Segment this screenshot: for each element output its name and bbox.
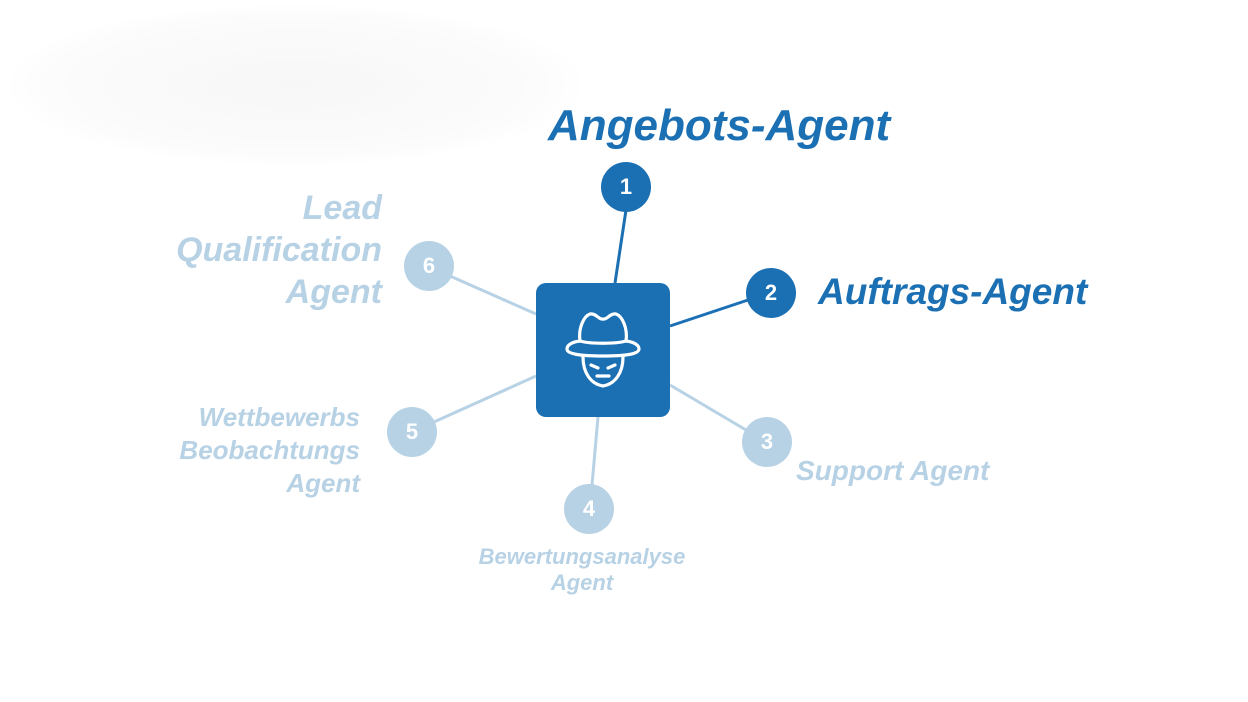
agent-number: 6 [422,253,436,278]
connector-2 [669,298,749,328]
agent-label-wettbewerbs: Wettbewerbs Beobachtungs Agent [140,401,360,500]
agent-label-angebots: Angebots-Agent [548,101,891,150]
spy-agent-icon [565,312,641,388]
label-line: Bewertungsanalyse [478,544,686,569]
agent-node-1[interactable]: 1 [601,162,651,212]
agent-number: 2 [764,280,778,305]
agent-number: 4 [582,496,596,521]
agent-node-6[interactable]: 6 [404,241,454,291]
label-line: Lead [302,189,382,227]
connector-4 [590,416,600,486]
agent-number: 1 [619,174,633,199]
connector-5 [433,374,537,424]
connector-3 [669,383,747,432]
agent-label-lead-qualification: Lead Qualification Agent [140,187,382,313]
label-line: Agent [550,569,614,595]
background-smudge [10,5,580,165]
agent-label-support: Support Agent [796,455,990,486]
agent-node-2[interactable]: 2 [746,268,796,318]
agent-label-bewertungsanalyse: Bewertungsanalyse Agent [462,544,702,596]
agent-node-4[interactable]: 4 [564,484,614,534]
agent-node-5[interactable]: 5 [387,407,437,457]
label-line: Agent [286,468,360,498]
agent-node-3[interactable]: 3 [742,417,792,467]
central-agent-hub[interactable] [536,283,670,417]
label-line: Beobachtungs [179,435,360,465]
agent-number: 3 [760,429,774,454]
connector-6 [449,274,537,316]
agent-label-auftrags: Auftrags-Agent [818,271,1088,312]
agent-number: 5 [405,419,419,444]
label-line: Agent [285,273,382,311]
label-line: Qualification [176,231,382,269]
connector-1 [613,209,628,284]
label-line: Wettbewerbs [198,402,360,432]
